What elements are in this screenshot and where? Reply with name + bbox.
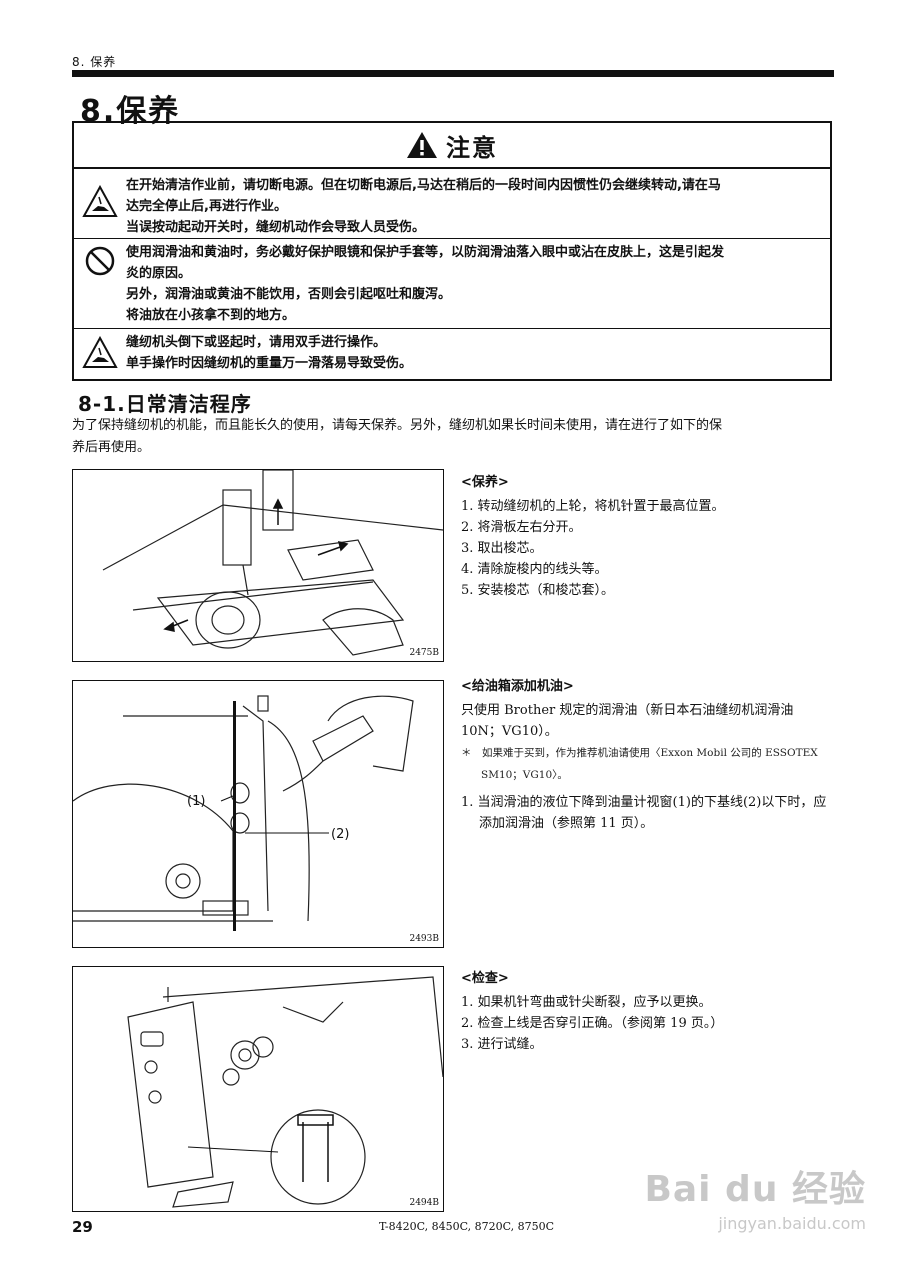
maintenance-block: <保养> 1. 转动缝纫机的上轮，将机针置于最高位置。 2. 将滑板左右分开。 … <box>461 472 833 601</box>
oil-gauge-illustration: (1) (2) <box>73 695 414 931</box>
intro-paragraph: 为了保持缝纫机的机能，而且能长久的使用，请每天保养。另外，缝纫机如果长时间未使用… <box>72 415 834 459</box>
caution-divider <box>74 238 830 239</box>
caution-line: 另外，润滑油或黄油不能饮用，否则会引起呕吐和腹泻。 <box>126 287 452 302</box>
inspection-heading: <检查> <box>461 971 509 986</box>
caution-line: 当误按动起动开关时，缝纫机动作会导致人员受伤。 <box>126 220 426 235</box>
maintenance-step: 4. 清除旋梭内的线头等。 <box>461 562 608 577</box>
inspection-block: <检查> 1. 如果机针弯曲或针尖断裂，应予以更换。 2. 检查上线是否穿引正确… <box>461 968 833 1055</box>
callout-1-label: (1) <box>187 794 205 809</box>
chapter-title: 8.保养 <box>80 94 181 129</box>
prohibited-icon <box>85 246 115 276</box>
model-numbers: T-8420C, 8450C, 8720C, 8750C <box>379 1220 555 1233</box>
hazard-hand-icon <box>82 185 118 217</box>
caution-divider <box>74 328 830 329</box>
caution-line: 缝纫机头倒下或竖起时，请用双手进行操作。 <box>126 335 387 350</box>
oiling-block: <给油箱添加机油> 只使用 Brother 规定的润滑油（新日本石油缝纫机润滑油… <box>461 676 833 834</box>
caution-line: 在开始清洁作业前，请切断电源。但在切断电源后,马达在稍后的一段时间内因惯性仍会继… <box>126 178 721 193</box>
baidu-watermark: Bai du 经验 jingyan.baidu.com <box>644 1160 866 1233</box>
oiling-step: 1. 当润滑油的液位下降到油量计视窗(1)的下基线(2)以下时，应添加润滑油（参… <box>461 795 827 831</box>
figure-open-slide-plates: 2475B <box>72 469 444 662</box>
inspection-step: 1. 如果机针弯曲或针尖断裂，应予以更换。 <box>461 995 712 1010</box>
caution-row: 使用润滑油和黄油时，务必戴好保护眼镜和保护手套等，以防润滑油落入眼中或沾在皮肤上… <box>74 242 830 324</box>
figure-code: 2475B <box>409 648 439 658</box>
figure-needle-check: 2494B <box>72 966 444 1212</box>
caution-line: 单手操作时因缝纫机的重量万一滑落易导致受伤。 <box>126 356 413 371</box>
figure-oil-tank: (1) (2) 2493B <box>72 680 444 948</box>
hazard-hand-icon <box>82 336 118 368</box>
intro-line: 养后再使用。 <box>72 440 151 455</box>
inspection-step: 3. 进行试缝。 <box>461 1037 543 1052</box>
watermark-brand: Bai du 经验 <box>644 1169 866 1210</box>
intro-line: 为了保持缝纫机的机能，而且能长久的使用，请每天保养。另外，缝纫机如果长时间未使用… <box>72 418 723 433</box>
watermark-url: jingyan.baidu.com <box>718 1214 866 1233</box>
maintenance-step: 3. 取出梭芯。 <box>461 541 543 556</box>
caution-line: 炎的原因。 <box>126 266 192 281</box>
maintenance-heading: <保养> <box>461 475 509 490</box>
running-head: 8. 保养 <box>72 55 117 69</box>
figure-code: 2493B <box>409 934 439 944</box>
caution-title: 注意 <box>446 133 498 162</box>
warning-triangle-icon <box>407 132 437 158</box>
maintenance-step: 2. 将滑板左右分开。 <box>461 520 582 535</box>
oiling-heading: <给油箱添加机油> <box>461 679 574 694</box>
sewing-bed-illustration <box>102 470 443 656</box>
maintenance-step: 5. 安装梭芯（和梭芯套）。 <box>461 583 615 598</box>
caution-line: 将油放在小孩拿不到的地方。 <box>126 308 296 323</box>
section-title: 8-1.日常清洁程序 <box>78 392 252 416</box>
oiling-paragraph: 只使用 Brother 规定的润滑油（新日本石油缝纫机润滑油 10N；VG10）… <box>461 703 794 739</box>
maintenance-step: 1. 转动缝纫机的上轮，将机针置于最高位置。 <box>461 499 725 514</box>
caution-row: 在开始清洁作业前，请切断电源。但在切断电源后,马达在稍后的一段时间内因惯性仍会继… <box>74 175 830 235</box>
callout-2-label: (2) <box>331 827 349 842</box>
caution-line: 使用润滑油和黄油时，务必戴好保护眼镜和保护手套等，以防润滑油落入眼中或沾在皮肤上… <box>126 245 725 260</box>
oiling-note: ＊ 如果难于买到，作为推荐机油请使用〈Exxon Mobil 公司的 ESSOT… <box>461 747 818 781</box>
caution-box: 注意 在开始清洁作业前，请切断电源。但在切断电源后,马达在稍后的一段时间内因惯性… <box>72 121 832 381</box>
top-rule <box>72 70 834 77</box>
caution-line: 达完全停止后,再进行作业。 <box>126 199 287 214</box>
page-number: 29 <box>72 1218 93 1236</box>
figure-code: 2494B <box>409 1198 439 1208</box>
machine-head-illustration <box>127 976 443 1208</box>
inspection-step: 2. 检查上线是否穿引正确。（参阅第 19 页。） <box>461 1016 724 1031</box>
caution-row: 缝纫机头倒下或竖起时，请用双手进行操作。 单手操作时因缝纫机的重量万一滑落易导致… <box>74 332 830 378</box>
caution-header: 注意 <box>74 123 830 169</box>
